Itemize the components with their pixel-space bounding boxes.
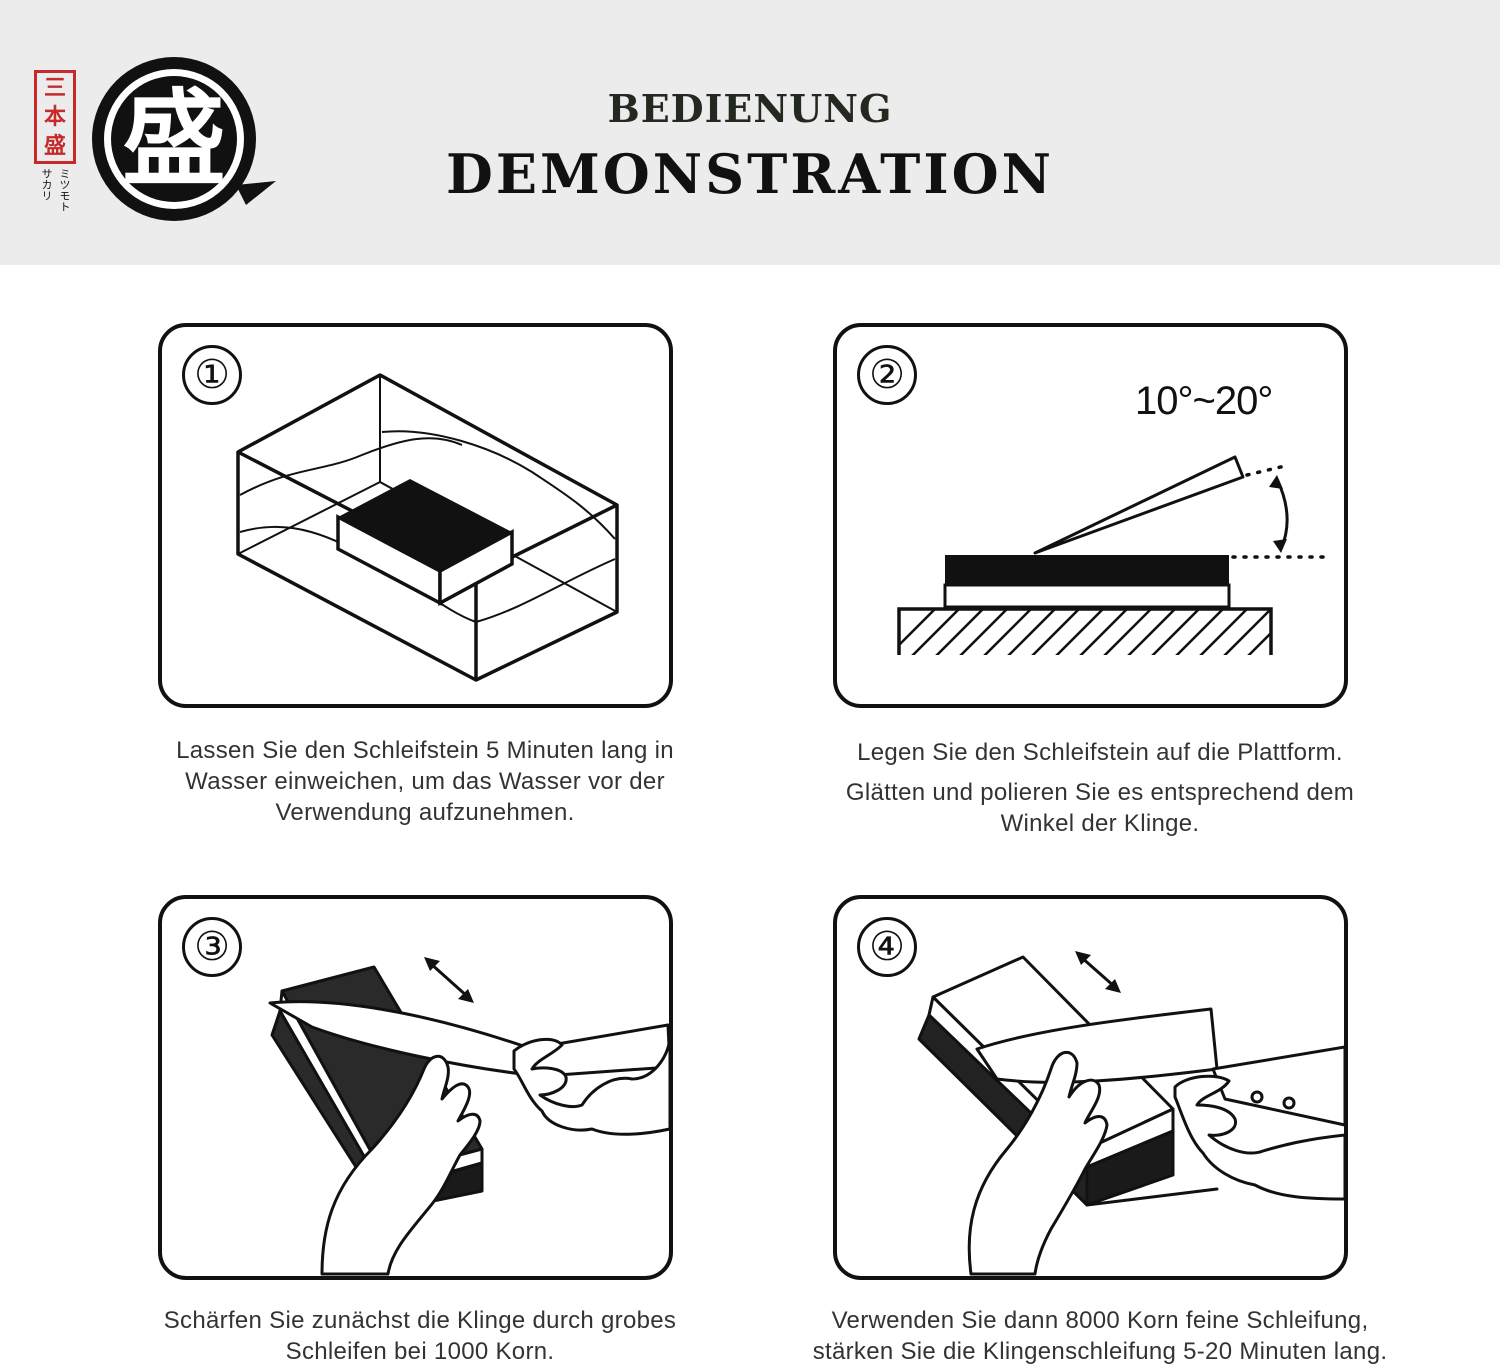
caption-line: Lassen Sie den Schleifstein 5 Minuten la… bbox=[176, 737, 674, 764]
step-number-badge: ② bbox=[857, 345, 917, 405]
circle-emblem-logo: 盛 bbox=[92, 57, 276, 221]
emblem-char: 盛 bbox=[122, 77, 226, 200]
step-panel-2: ② 10°~20° bbox=[833, 323, 1348, 708]
red-seal-logo: 三 本 盛 bbox=[34, 70, 76, 164]
caption-line: Glätten und polieren Sie es entsprechend… bbox=[845, 779, 1355, 806]
step-3-caption: Schärfen Sie zunächst die Klinge durch g… bbox=[100, 1305, 740, 1367]
step-1-caption: Lassen Sie den Schleifstein 5 Minuten la… bbox=[105, 735, 745, 828]
caption-line: Schärfen Sie zunächst die Klinge durch g… bbox=[163, 1307, 677, 1334]
soak-stone-illustration bbox=[236, 373, 619, 682]
caption-line: stärken Sie die Klingenschleifung 5-20 M… bbox=[812, 1338, 1388, 1365]
caption-line: Schleifen bei 1000 Korn. bbox=[285, 1338, 555, 1365]
kana-line: ミツモト bbox=[58, 168, 71, 212]
heading-top: BEDIENUNG bbox=[607, 86, 893, 131]
step-panel-3: ③ bbox=[158, 895, 673, 1280]
kana-line: サカリ bbox=[40, 168, 53, 201]
coarse-sharpening-illustration bbox=[268, 957, 669, 1276]
seal-char: 三 bbox=[43, 74, 66, 101]
caption-line: Verwenden Sie dann 8000 Korn feine Schle… bbox=[831, 1307, 1369, 1334]
caption-line: Wasser einweichen, um das Wasser vor der bbox=[185, 768, 665, 795]
caption-line: Legen Sie den Schleifstein auf die Platt… bbox=[857, 739, 1343, 766]
logo-kana: サカリ ミツモト bbox=[40, 168, 78, 212]
fine-sharpening-illustration bbox=[917, 951, 1344, 1276]
step-2-caption: Legen Sie den Schleifstein auf die Platt… bbox=[780, 737, 1420, 839]
step-panel-4: ④ bbox=[833, 895, 1348, 1280]
caption-line: Verwendung aufzunehmen. bbox=[275, 799, 575, 826]
header-banner: 三 本 盛 サカリ ミツモト 盛 BEDIENUNG DEMONSTRATION bbox=[0, 0, 1500, 265]
seal-char: 盛 bbox=[43, 133, 66, 160]
step-4-caption: Verwenden Sie dann 8000 Korn feine Schle… bbox=[760, 1305, 1440, 1367]
step-number-badge: ③ bbox=[182, 917, 242, 977]
seal-char: 本 bbox=[43, 103, 66, 130]
step-number-badge: ④ bbox=[857, 917, 917, 977]
heading-main: DEMONSTRATION bbox=[445, 142, 1054, 206]
caption-line: Winkel der Klinge. bbox=[1000, 810, 1200, 837]
step-panel-1: ① bbox=[158, 323, 673, 708]
angle-label: 10°~20° bbox=[1135, 379, 1273, 423]
step-number-badge: ① bbox=[182, 345, 242, 405]
angle-diagram-illustration bbox=[897, 455, 1329, 655]
